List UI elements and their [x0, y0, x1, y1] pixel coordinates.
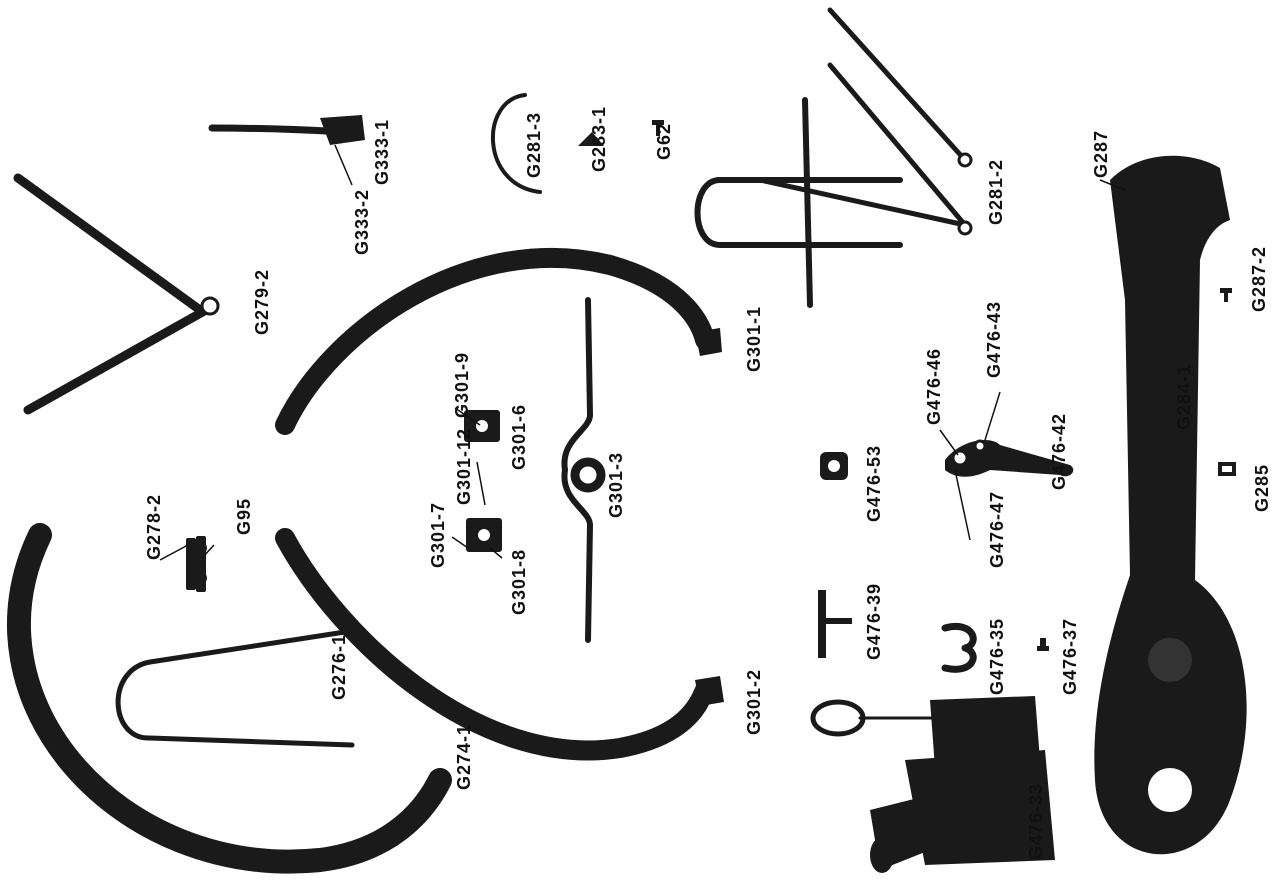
part-g333-1-lever [208, 115, 365, 145]
part-g301-upper-clamp [464, 410, 500, 442]
label-g281-3: G281-3 [524, 112, 544, 178]
label-g301-6: G301-6 [509, 404, 529, 470]
part-g476-35-clip [941, 622, 977, 673]
leader-arrows [159, 144, 1126, 561]
label-g278-2: G278-2 [144, 494, 164, 560]
label-g476-43: G476-43 [984, 301, 1004, 378]
part-g476-53-nut [820, 452, 848, 480]
label-g281-2: G281-2 [986, 159, 1006, 225]
label-g333-1: G333-1 [372, 119, 392, 185]
part-g283-1-clip [578, 132, 604, 146]
part-g301-1-frame-upper [275, 247, 722, 435]
label-g95: G95 [234, 498, 254, 535]
label-g476-35: G476-35 [987, 618, 1007, 695]
label-g276-1: G276-1 [329, 634, 349, 700]
label-g301-8: G301-8 [509, 549, 529, 615]
part-g281-3-curve [491, 93, 542, 194]
part-g274-1-rear-fender [7, 523, 452, 874]
label-g62: G62 [654, 123, 674, 160]
label-g301-9: G301-9 [452, 352, 472, 418]
label-g279-2: G279-2 [252, 269, 272, 335]
label-g301-3: G301-3 [606, 452, 626, 518]
part-g476-lever-assembly [945, 439, 1074, 477]
label-g301-2: G301-2 [744, 669, 764, 735]
label-g333-2: G333-2 [352, 189, 372, 255]
label-g287-2: G287-2 [1249, 246, 1269, 312]
label-g285: G285 [1252, 464, 1272, 512]
label-g301-7: G301-7 [428, 502, 448, 568]
part-g287-2-screw [1220, 288, 1232, 302]
part-g476-37-screw [1037, 638, 1049, 651]
part-g281-2-rack [694, 7, 973, 308]
part-g476-33-grip [810, 696, 1055, 873]
part-g284-1-chain-guard [1094, 155, 1247, 855]
label-g301-12: G301-12 [454, 428, 474, 505]
part-g476-39-tbolt [818, 590, 852, 658]
label-g284-1: G284-1 [1174, 364, 1194, 430]
part-g285-bracket [1218, 462, 1236, 476]
part-g279-2-stay [13, 173, 220, 415]
label-g476-39: G476-39 [864, 583, 884, 660]
label-g476-47: G476-47 [987, 491, 1007, 568]
label-g476-37: G476-37 [1060, 618, 1080, 695]
label-g274-1: G274-1 [454, 724, 474, 790]
part-g62-screw [652, 120, 664, 136]
label-g301-1: G301-1 [744, 306, 764, 372]
part-g301-2-frame-lower [275, 528, 724, 761]
label-g287: G287 [1091, 130, 1111, 178]
part-g301-lower-clamp [466, 518, 502, 552]
label-g476-46: G476-46 [924, 348, 944, 425]
label-g476-42: G476-42 [1049, 413, 1069, 490]
part-labels: G274-1 G276-1 G278-2 G95 G279-2 G333-1 G… [144, 106, 1272, 860]
part-g276-1-fender-brace [115, 629, 355, 748]
part-g278-2-bracket [186, 536, 207, 592]
part-g301-3-bar [561, 297, 606, 643]
label-g476-33: G476-33 [1026, 783, 1046, 860]
label-g283-1: G283-1 [589, 106, 609, 172]
label-g476-53: G476-53 [864, 445, 884, 522]
